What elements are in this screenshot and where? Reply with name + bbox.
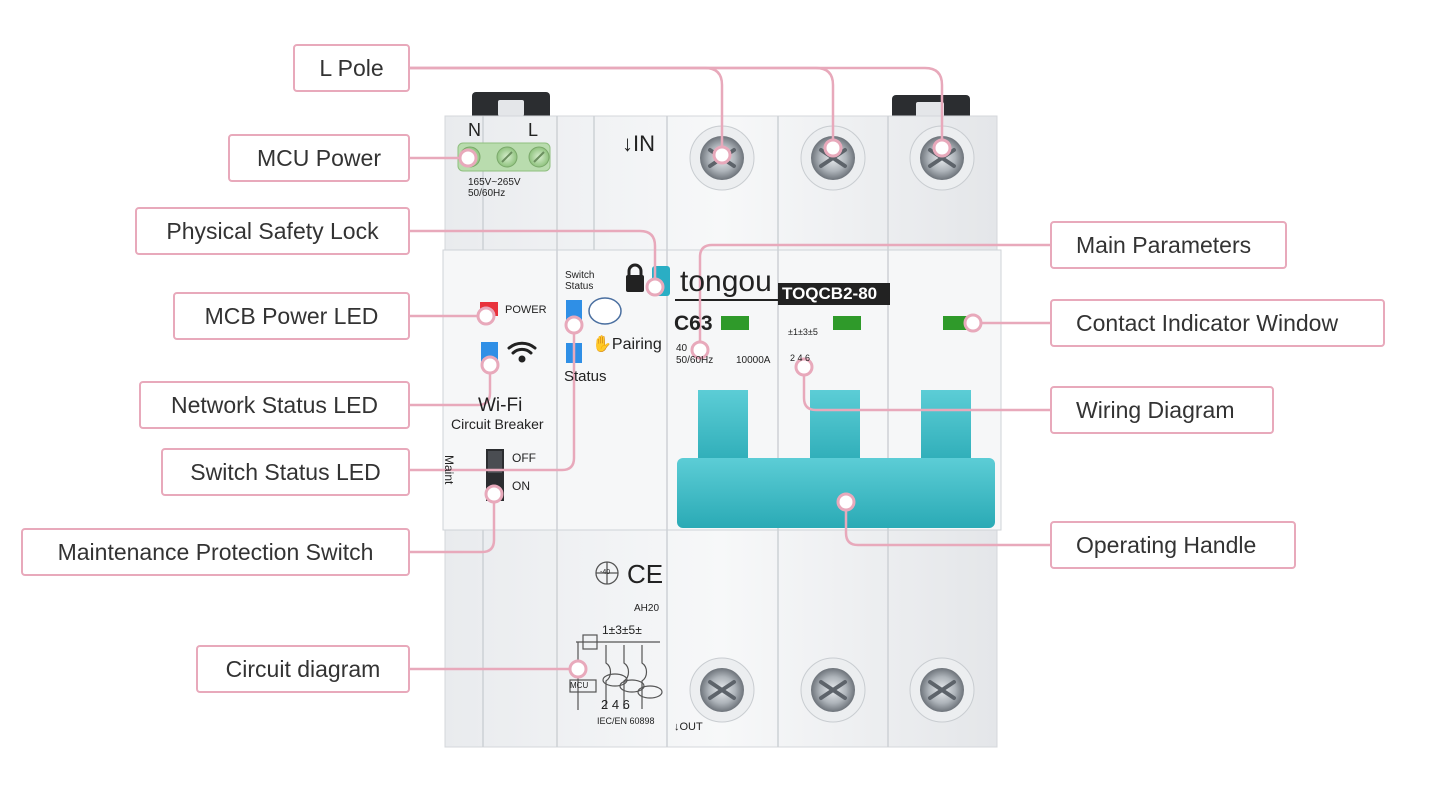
arrow-down-icon: ↓ bbox=[674, 721, 680, 733]
callout-mcu-power: MCU Power bbox=[228, 134, 410, 182]
callout-wiring-diagram: Wiring Diagram bbox=[1050, 386, 1274, 434]
terminal-l-label: L bbox=[528, 120, 539, 140]
out-text: OUT bbox=[679, 721, 703, 733]
diagram-top-label: 1±3±5± bbox=[602, 623, 642, 637]
callout-maintenance-protection-switch: Maintenance Protection Switch bbox=[21, 528, 410, 576]
wifi-icon bbox=[507, 341, 537, 363]
callout-network-status-led: Network Status LED bbox=[139, 381, 410, 429]
hand-icon: ✋ bbox=[592, 336, 612, 353]
callout-main-parameters: Main Parameters bbox=[1050, 221, 1287, 269]
callout-mcb-power-led: MCB Power LED bbox=[173, 292, 410, 340]
model-plate bbox=[778, 283, 890, 305]
contact-indicator-3 bbox=[943, 316, 971, 330]
operating-handle-shape bbox=[677, 390, 995, 528]
maint-label: Maint bbox=[442, 455, 456, 485]
lock-icon bbox=[626, 263, 644, 292]
wifi-label: Wi-Fi bbox=[478, 395, 523, 416]
callout-l-pole: L Pole bbox=[293, 44, 410, 92]
switch-status-label-2: Status bbox=[565, 281, 594, 292]
pairing-text: Pairing bbox=[611, 336, 662, 353]
circuit-breaker-label: Circuit Breaker bbox=[451, 416, 544, 432]
temp-rating: -40 bbox=[600, 569, 611, 576]
leader-dots bbox=[458, 138, 983, 679]
bottom-screws bbox=[689, 657, 975, 723]
callout-switch-status-led: Switch Status LED bbox=[161, 448, 410, 496]
wiring-bottom-label: 2 4 6 bbox=[790, 353, 811, 363]
contact-indicator-2 bbox=[833, 316, 861, 330]
param-temp: 40 bbox=[676, 343, 688, 354]
contact-indicator-1 bbox=[721, 316, 749, 330]
pairing-label: ✋Pairing bbox=[592, 334, 662, 354]
wiring-top-label: ±1±3±5 bbox=[788, 327, 818, 337]
status-label: Status bbox=[564, 368, 607, 385]
power-led-label: POWER bbox=[505, 304, 547, 316]
callout-operating-handle: Operating Handle bbox=[1050, 521, 1296, 569]
pairing-button bbox=[588, 297, 622, 325]
model-number: TOQCB2-80 bbox=[782, 284, 878, 303]
out-label: ↓OUT bbox=[674, 721, 703, 733]
breaking-capacity: 10000A bbox=[736, 355, 771, 366]
ce-mark: CE bbox=[627, 559, 664, 589]
leader-lines bbox=[409, 66, 1050, 671]
arrow-down-icon: ↓ bbox=[622, 131, 633, 156]
callout-physical-safety-lock: Physical Safety Lock bbox=[135, 207, 410, 255]
callout-circuit-diagram: Circuit diagram bbox=[196, 645, 410, 693]
standard-label: IEC/EN 60898 bbox=[597, 716, 655, 726]
terminal-n-label: N bbox=[468, 120, 481, 140]
switch-status-label-1: Switch bbox=[565, 270, 595, 281]
in-text: IN bbox=[633, 131, 655, 156]
callout-contact-indicator-window: Contact Indicator Window bbox=[1050, 299, 1385, 347]
on-label: ON bbox=[512, 479, 530, 493]
rating-label: C63 bbox=[674, 312, 713, 335]
switch-status-led bbox=[566, 300, 582, 320]
off-label: OFF bbox=[512, 451, 536, 465]
mcu-label: MCU bbox=[570, 681, 589, 690]
snowflake-icon bbox=[595, 561, 619, 585]
voltage-label: 165V~265V bbox=[468, 177, 521, 188]
in-label: ↓IN bbox=[622, 131, 655, 157]
param-freq: 50/60Hz bbox=[676, 355, 714, 366]
brand-name: tongou bbox=[680, 265, 772, 298]
circuit-diagram-sketch bbox=[569, 634, 663, 710]
frequency-label: 50/60Hz bbox=[468, 188, 506, 199]
ah-label: AH20 bbox=[634, 603, 660, 614]
diagram-bottom-label: 2 4 6 bbox=[601, 697, 630, 712]
